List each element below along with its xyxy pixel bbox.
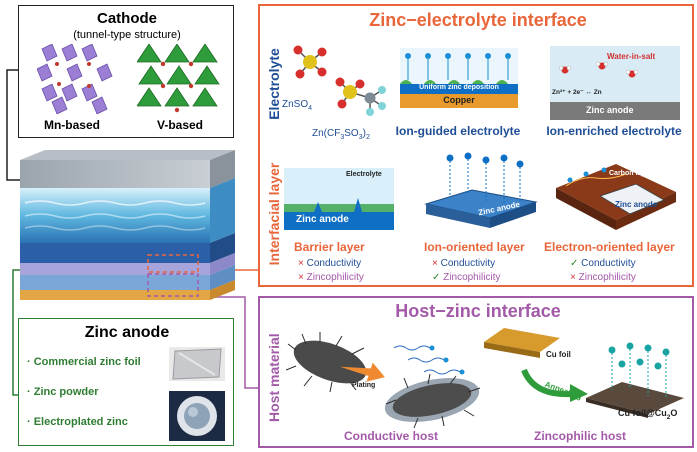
zinc-electrolyte-interface-panel: Zinc−electrolyte interface Electrolyte I… bbox=[258, 4, 694, 287]
znso4-label: ZnSO4 bbox=[282, 99, 313, 112]
zinc-powder-image bbox=[169, 391, 225, 441]
zei-title: Zinc−electrolyte interface bbox=[369, 10, 587, 30]
water-in-salt-label: Water-in-salt bbox=[607, 52, 656, 61]
zincophilic-host-label: Zincophilic host bbox=[534, 429, 626, 443]
ion-guided-electrolyte-label: Ion-guided electrolyte bbox=[395, 124, 521, 138]
ion-oriented-zincophilicity: ✓ Zincophilicity bbox=[432, 272, 501, 283]
cathode-title: Cathode bbox=[97, 10, 157, 27]
barrier-layer-diagram bbox=[284, 168, 394, 230]
v-structure-icon bbox=[137, 44, 220, 113]
electron-oriented-zincophilicity: × Zincophilicity bbox=[570, 272, 636, 283]
v-based-label: V-based bbox=[156, 118, 204, 132]
electron-oriented-conductivity: ✓ Conductivity bbox=[570, 258, 636, 269]
plating-label: Plating bbox=[352, 382, 376, 389]
annealing-arrow-icon bbox=[521, 368, 588, 402]
mn-based-label: Mn-based bbox=[43, 118, 100, 132]
uniform-zinc-deposition-label: Uniform zinc deposition bbox=[419, 84, 499, 91]
cu-foil-label: Cu foil bbox=[546, 350, 571, 359]
cathode-subtitle: (tunnel-type structure) bbox=[73, 29, 181, 41]
zinc-reaction-label: Zn²⁺ + 2e⁻ ↔ Zn bbox=[552, 89, 602, 96]
electroplated-zinc-label: · Electroplated zinc bbox=[27, 416, 128, 428]
electrolyte-side-label: Electrolyte bbox=[266, 48, 282, 120]
zinc-foil-image bbox=[169, 347, 225, 381]
molecules-icon bbox=[293, 45, 386, 116]
ion-oriented-diagram bbox=[424, 152, 538, 228]
interfacial-layer-side-label: Interfacial layer bbox=[266, 162, 282, 266]
zinc-powder-label: · Zinc powder bbox=[27, 386, 99, 398]
cu-foil-cu2o-label: Cu foil@Cu2O bbox=[618, 408, 678, 421]
zinc-anode-title: Zinc anode bbox=[84, 324, 170, 341]
barrier-conductivity: × Conductivity bbox=[298, 258, 362, 269]
zinc-anode-panel: Zinc anode · Commercial zinc foil · Zinc… bbox=[18, 318, 234, 446]
cathode-panel: Cathode (tunnel-type structure) Mn-based… bbox=[18, 5, 234, 138]
cu-foil-icon bbox=[484, 328, 560, 358]
barrier-zincophilicity: × Zincophilicity bbox=[298, 272, 364, 283]
battery-stack bbox=[20, 150, 235, 300]
copper-label: Copper bbox=[443, 95, 475, 105]
ion-enriched-zinc-anode-label: Zinc anode bbox=[586, 105, 634, 115]
barrier-zinc-anode-label: Zinc anode bbox=[296, 214, 349, 225]
ion-oriented-conductivity: × Conductivity bbox=[432, 258, 496, 269]
barrier-electrolyte-label: Electrolyte bbox=[346, 171, 382, 178]
carbon-fiber-bundle-icon bbox=[286, 332, 374, 392]
zinc-ion-paths-icon bbox=[393, 345, 465, 375]
host-zinc-interface-panel: Host−zinc interface Host material Platin… bbox=[258, 296, 694, 448]
barrier-layer-label: Barrier layer bbox=[294, 240, 365, 254]
host-material-side-label: Host material bbox=[266, 333, 282, 422]
ion-enriched-diagram bbox=[550, 46, 680, 120]
plated-carbon-fiber-icon bbox=[384, 373, 481, 429]
electron-oriented-diagram bbox=[556, 164, 676, 230]
commercial-zinc-foil-label: · Commercial zinc foil bbox=[27, 356, 141, 368]
ion-guided-diagram bbox=[400, 48, 518, 108]
electron-oriented-zinc-anode-label: Zinc anode bbox=[615, 200, 658, 209]
zn-cf3so3-label: Zn(CF3SO3)2 bbox=[312, 128, 370, 141]
electron-oriented-layer-label: Electron-oriented layer bbox=[544, 240, 675, 254]
carbon-layer-label: Carbon layer bbox=[609, 170, 652, 177]
ion-enriched-electrolyte-label: Ion-enriched electrolyte bbox=[546, 124, 682, 138]
cu2o-foil-diagram bbox=[586, 342, 684, 418]
ion-oriented-layer-label: Ion-oriented layer bbox=[424, 240, 525, 254]
mn-structure-icon bbox=[37, 44, 113, 114]
hzi-title: Host−zinc interface bbox=[395, 301, 561, 321]
plating-arrow-icon bbox=[340, 362, 385, 382]
conductive-host-label: Conductive host bbox=[344, 429, 439, 443]
